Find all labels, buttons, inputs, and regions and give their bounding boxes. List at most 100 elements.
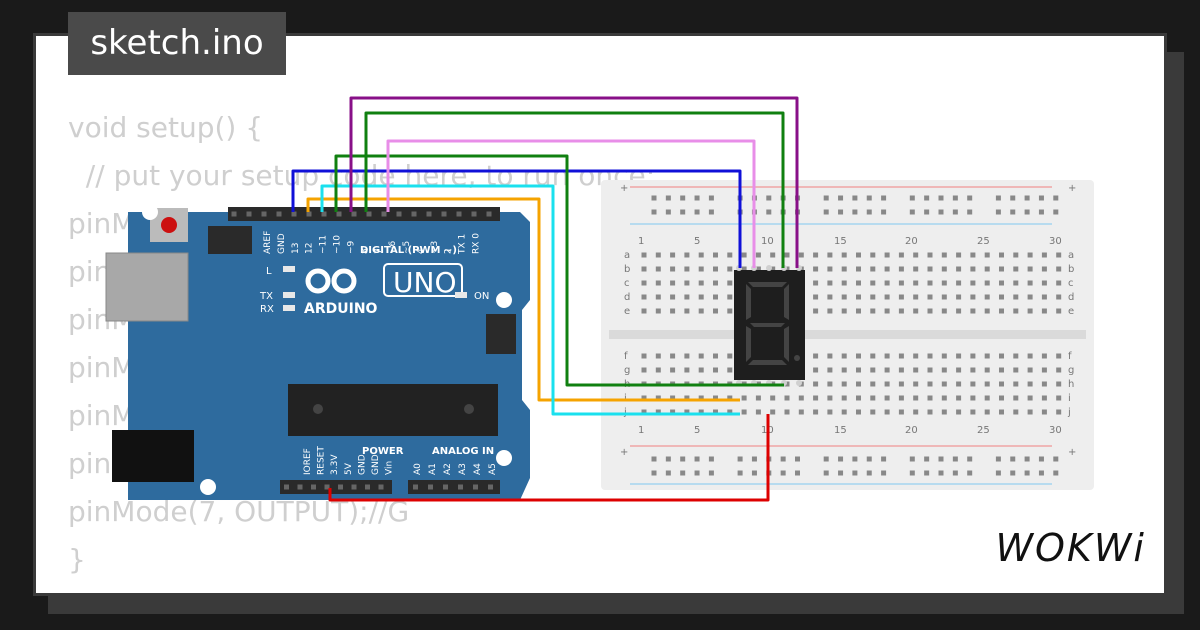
breadboard-hole[interactable] bbox=[856, 395, 861, 401]
breadboard-hole[interactable] bbox=[970, 252, 976, 258]
breadboard-hole[interactable] bbox=[813, 353, 819, 359]
breadboard-hole[interactable] bbox=[641, 266, 647, 272]
breadboard-hole[interactable] bbox=[713, 280, 718, 286]
rail-hole[interactable] bbox=[924, 209, 930, 215]
pin-hole[interactable] bbox=[411, 211, 417, 217]
rail-hole[interactable] bbox=[881, 195, 887, 201]
breadboard-hole[interactable] bbox=[727, 395, 733, 401]
breadboard-hole[interactable] bbox=[984, 367, 990, 373]
breadboard-hole[interactable] bbox=[984, 353, 990, 359]
rail-hole[interactable] bbox=[838, 470, 844, 476]
breadboard-hole[interactable] bbox=[956, 266, 962, 272]
breadboard-hole[interactable] bbox=[770, 266, 776, 272]
rail-hole[interactable] bbox=[852, 209, 858, 215]
breadboard-hole[interactable] bbox=[670, 252, 676, 258]
breadboard-hole[interactable] bbox=[813, 294, 819, 300]
breadboard-hole[interactable] bbox=[684, 308, 690, 314]
pin-hole[interactable] bbox=[351, 484, 357, 490]
breadboard-hole[interactable] bbox=[941, 266, 947, 272]
breadboard-hole[interactable] bbox=[898, 395, 904, 401]
breadboard-hole[interactable] bbox=[784, 266, 790, 272]
breadboard-hole[interactable] bbox=[956, 308, 962, 314]
breadboard-hole[interactable] bbox=[684, 409, 690, 415]
breadboard-hole[interactable] bbox=[956, 367, 962, 373]
breadboard-hole[interactable] bbox=[870, 395, 876, 401]
rail-hole[interactable] bbox=[1038, 456, 1044, 462]
breadboard-hole[interactable] bbox=[870, 308, 876, 314]
breadboard-hole[interactable] bbox=[727, 367, 733, 373]
breadboard-hole[interactable] bbox=[655, 294, 661, 300]
rail-hole[interactable] bbox=[995, 470, 1001, 476]
rail-hole[interactable] bbox=[866, 195, 872, 201]
rail-hole[interactable] bbox=[881, 209, 887, 215]
breadboard-hole[interactable] bbox=[698, 409, 704, 415]
breadboard-hole[interactable] bbox=[970, 280, 976, 286]
breadboard-hole[interactable] bbox=[813, 367, 819, 373]
breadboard-hole[interactable] bbox=[798, 252, 804, 258]
rail-hole[interactable] bbox=[1038, 470, 1044, 476]
breadboard-hole[interactable] bbox=[770, 409, 776, 415]
breadboard-hole[interactable] bbox=[841, 353, 847, 359]
rail-hole[interactable] bbox=[780, 470, 786, 476]
breadboard-hole[interactable] bbox=[813, 395, 819, 401]
breadboard-hole[interactable] bbox=[813, 266, 819, 272]
breadboard-hole[interactable] bbox=[956, 294, 962, 300]
rail-hole[interactable] bbox=[938, 209, 944, 215]
breadboard-hole[interactable] bbox=[970, 294, 976, 300]
wire-pin12-orange[interactable] bbox=[306, 197, 740, 402]
breadboard-hole[interactable] bbox=[898, 381, 904, 387]
seven-segment-display[interactable] bbox=[734, 265, 805, 386]
rail-hole[interactable] bbox=[1024, 195, 1030, 201]
rail-hole[interactable] bbox=[866, 470, 872, 476]
breadboard-hole[interactable] bbox=[641, 395, 647, 401]
breadboard-hole[interactable] bbox=[827, 409, 833, 415]
breadboard-hole[interactable] bbox=[841, 266, 847, 272]
breadboard-hole[interactable] bbox=[655, 308, 661, 314]
breadboard-hole[interactable] bbox=[941, 294, 947, 300]
rail-hole[interactable] bbox=[1038, 195, 1044, 201]
rail-hole[interactable] bbox=[766, 209, 772, 215]
breadboard-hole[interactable] bbox=[970, 409, 976, 415]
rail-hole[interactable] bbox=[665, 195, 671, 201]
breadboard-hole[interactable] bbox=[1041, 308, 1047, 314]
wire-5v-red[interactable] bbox=[328, 414, 770, 502]
breadboard-hole[interactable] bbox=[984, 409, 990, 415]
rail-hole[interactable] bbox=[1010, 195, 1016, 201]
pin-hole[interactable] bbox=[336, 211, 342, 217]
rail-hole[interactable] bbox=[823, 456, 829, 462]
breadboard-hole[interactable] bbox=[641, 280, 647, 286]
breadboard-hole[interactable] bbox=[670, 280, 676, 286]
rail-hole[interactable] bbox=[967, 195, 973, 201]
breadboard-hole[interactable] bbox=[870, 252, 876, 258]
breadboard-hole[interactable] bbox=[913, 252, 919, 258]
breadboard-hole[interactable] bbox=[913, 381, 919, 387]
rail-hole[interactable] bbox=[852, 195, 858, 201]
breadboard-hole[interactable] bbox=[941, 280, 947, 286]
breadboard-hole[interactable] bbox=[1013, 395, 1019, 401]
breadboard-hole[interactable] bbox=[827, 381, 833, 387]
rail-hole[interactable] bbox=[967, 456, 973, 462]
pin-hole[interactable] bbox=[338, 484, 343, 490]
pin-hole[interactable] bbox=[351, 211, 357, 217]
breadboard-hole[interactable] bbox=[698, 280, 704, 286]
breadboard-hole[interactable] bbox=[884, 381, 890, 387]
pin-hole[interactable] bbox=[231, 211, 237, 217]
breadboard-hole[interactable] bbox=[655, 409, 661, 415]
pin-hole[interactable] bbox=[378, 484, 384, 490]
pin-hole[interactable] bbox=[473, 484, 478, 490]
breadboard-hole[interactable] bbox=[970, 381, 976, 387]
breadboard-hole[interactable] bbox=[884, 308, 890, 314]
breadboard-hole[interactable] bbox=[913, 353, 919, 359]
breadboard-hole[interactable] bbox=[784, 395, 790, 401]
rail-hole[interactable] bbox=[1024, 209, 1030, 215]
breadboard-hole[interactable] bbox=[856, 308, 861, 314]
breadboard-hole[interactable] bbox=[884, 367, 890, 373]
breadboard-hole[interactable] bbox=[727, 308, 733, 314]
breadboard-hole[interactable] bbox=[727, 353, 733, 359]
rail-hole[interactable] bbox=[694, 195, 700, 201]
breadboard-hole[interactable] bbox=[898, 367, 904, 373]
arduino-uno[interactable]: UNO ARDUINO DIGITAL (PWM ~) POWER ANALOG… bbox=[105, 204, 530, 500]
rail-hole[interactable] bbox=[694, 456, 700, 462]
breadboard-hole[interactable] bbox=[798, 409, 804, 415]
rail-hole[interactable] bbox=[766, 195, 772, 201]
